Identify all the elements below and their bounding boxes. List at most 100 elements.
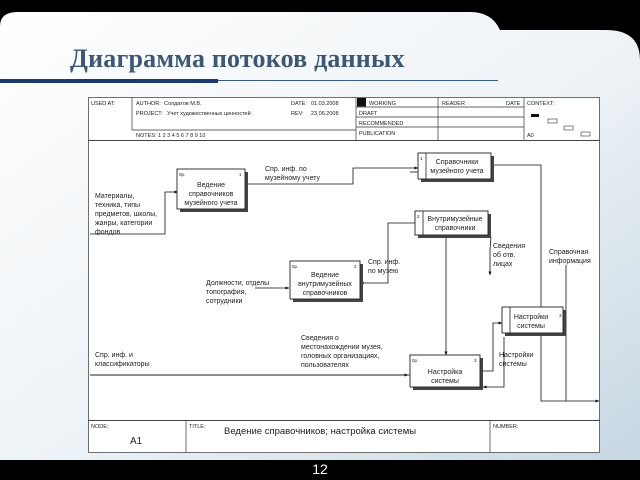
context-active-mark xyxy=(531,114,539,117)
project-label: PROJECT: xyxy=(136,111,163,117)
flow-label-positions: Должности, отделы топография, сотрудники xyxy=(206,280,269,305)
p3-tag: 3 xyxy=(474,358,477,363)
p2-corner: 0р. xyxy=(292,264,298,269)
svg-text:местонахождении музея,: местонахождении музея, xyxy=(301,344,383,351)
svg-text:Материалы,: Материалы, xyxy=(95,193,134,200)
dfd-diagram: USED AT: AUTHOR: Солдатов М.В. PROJECT: … xyxy=(88,97,600,453)
context-mark xyxy=(563,125,574,131)
title-underline xyxy=(218,80,498,81)
diagram-header xyxy=(88,97,600,141)
context-mark xyxy=(547,118,558,124)
slide-title: Диаграмма потоков данных xyxy=(70,44,405,73)
p1-line2: справочников xyxy=(189,191,234,198)
p2-tag: 2 xyxy=(354,264,357,269)
author-value: Солдатов М.В. xyxy=(164,101,202,107)
footer-title-label: TITLE: xyxy=(189,424,206,430)
footer-title: Ведение справочников; настройка системы xyxy=(224,426,416,437)
svg-text:техника, типы: техника, типы xyxy=(95,202,140,209)
flow-label-location-info: Сведения о местонахождении музея, головн… xyxy=(301,335,383,369)
status-draft: DRAFT xyxy=(359,111,378,117)
svg-text:Настройки: Настройки xyxy=(499,351,533,359)
status-working: WORKING xyxy=(369,101,396,107)
context-label: CONTEXT: xyxy=(527,101,555,107)
svg-text:пользователях: пользователях xyxy=(301,362,349,369)
svg-text:головных организациях,: головных организациях, xyxy=(301,353,379,360)
process-p2: 0р. 2 Ведение внутримузейных справочнико… xyxy=(289,260,363,302)
flow-label-responsible: Сведения об отв. лицах xyxy=(493,243,525,268)
page-number: 12 xyxy=(312,461,328,477)
status-publication: PUBLICATION xyxy=(359,131,395,137)
flow-label-materials: Материалы, техника, типы предметов, школ… xyxy=(95,193,157,236)
p3-line2: системы xyxy=(431,378,459,385)
footer-node: A1 xyxy=(130,436,143,447)
s2-line1: Внутримузейные xyxy=(427,215,482,223)
svg-text:Сведения о: Сведения о xyxy=(301,335,339,342)
svg-text:музейному учету: музейному учету xyxy=(265,174,321,182)
s3-line1: Настройки xyxy=(514,313,548,321)
svg-text:по музею: по музею xyxy=(368,268,398,275)
p3-line1: Настройка xyxy=(428,368,463,376)
p2-line2: внутримузейных xyxy=(298,280,352,288)
datastore-s3: 3 Настройки системы xyxy=(501,306,566,336)
svg-text:предметов, школы,: предметов, школы, xyxy=(95,211,157,218)
s1-line1: Справочники xyxy=(436,159,478,166)
p2-line3: справочников xyxy=(303,290,348,297)
context-node: A0 xyxy=(527,133,534,139)
project-value: Учет художественных ценностей xyxy=(167,110,251,117)
notes-row: NOTES: 1 2 3 4 5 6 7 8 9 10 xyxy=(136,133,205,139)
footer-number-label: NUMBER: xyxy=(493,424,519,430)
flow-label-spr-museum-acct: Спр. инф. по музейному учету xyxy=(265,166,321,182)
s1-line2: музейного учета xyxy=(430,167,483,175)
svg-text:информация: информация xyxy=(549,258,591,265)
s3-num: 3 xyxy=(559,313,562,318)
slide: Диаграмма потоков данных xyxy=(0,12,640,460)
date-value: 01.03.2008 xyxy=(311,101,339,107)
s2-line2: справочники xyxy=(435,225,476,232)
svg-text:жанры, категории: жанры, категории xyxy=(95,220,152,227)
status-recommended: RECOMMENDED xyxy=(359,121,403,127)
date-label: DATE: xyxy=(291,101,307,107)
p1-tag: 1 xyxy=(239,172,242,177)
flow-label-spr-classifiers: Спр. инф. и классификаторы xyxy=(95,352,150,368)
rev-label: REV: xyxy=(291,111,304,117)
flow-label-spr-museum: Спр. инф. по музею xyxy=(368,259,400,275)
s2-num: 2 xyxy=(417,214,420,219)
datastore-s2: 2 Внутримузейные справочники xyxy=(414,210,491,238)
title-underline-accent xyxy=(0,79,218,83)
svg-text:системы: системы xyxy=(499,361,527,368)
p3-corner: 0р. xyxy=(412,358,418,363)
svg-text:классификаторы: классификаторы xyxy=(95,361,150,368)
process-p1: 0р. 1 Ведение справочников музейного уче… xyxy=(176,168,248,212)
process-p3: 0р. 3 Настройка системы xyxy=(409,354,483,390)
used-at-label: USED AT: xyxy=(91,101,116,107)
p1-line3: музейного учета xyxy=(184,199,237,207)
svg-text:Спр. инф. и: Спр. инф. и xyxy=(95,352,133,359)
s1-num: 1 xyxy=(420,156,423,161)
s3-line2: системы xyxy=(517,323,545,330)
p1-line1: Ведение xyxy=(197,182,225,189)
p2-line1: Ведение xyxy=(311,272,339,279)
reader-label: READER xyxy=(442,101,465,107)
svg-text:Должности, отделы: Должности, отделы xyxy=(206,280,269,287)
context-mark xyxy=(580,131,591,137)
svg-text:сотрудники: сотрудники xyxy=(206,298,243,305)
svg-text:об отв.: об отв. xyxy=(493,251,516,259)
rev-value: 23.06.2008 xyxy=(311,111,339,117)
svg-text:лицах: лицах xyxy=(493,261,513,268)
flow-label-sys-settings: Настройки системы xyxy=(499,351,533,368)
flow-label-ref-info: Справочная информация xyxy=(549,249,591,265)
footer-node-label: NODE: xyxy=(91,424,109,430)
svg-text:фондов: фондов xyxy=(95,229,120,236)
diagram-footer xyxy=(88,420,600,453)
date-column-label: DATE xyxy=(506,101,521,107)
svg-text:Спр. инф. по: Спр. инф. по xyxy=(265,166,307,173)
flow-arrows xyxy=(90,164,600,403)
datastore-s1: 1 Справочники музейного учета xyxy=(417,152,494,182)
working-marker xyxy=(357,98,366,107)
svg-text:Сведения: Сведения xyxy=(493,243,525,250)
author-label: AUTHOR: xyxy=(136,101,161,107)
p1-corner: 0р. xyxy=(179,172,185,177)
page-bar xyxy=(0,460,640,480)
svg-text:Спр. инф.: Спр. инф. xyxy=(368,259,400,266)
svg-text:топография,: топография, xyxy=(206,289,247,296)
